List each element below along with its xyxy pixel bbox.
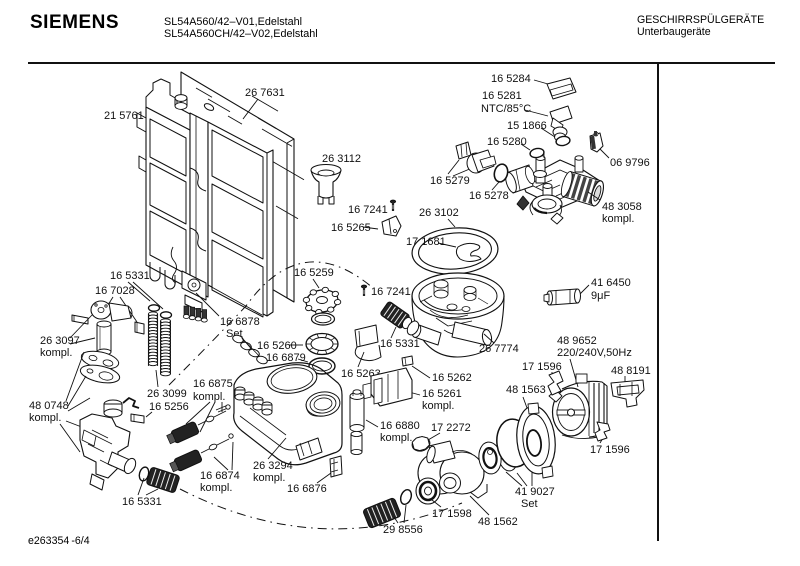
svg-text:16 5331: 16 5331 [380,338,420,350]
svg-text:kompl.: kompl. [253,472,285,484]
svg-text:kompl.: kompl. [422,400,454,412]
svg-text:16 5260: 16 5260 [257,340,297,352]
svg-text:16 5280: 16 5280 [487,136,527,148]
svg-text:16 6875: 16 6875 [193,378,233,390]
svg-text:06 9796: 06 9796 [610,157,650,169]
svg-text:48 0748: 48 0748 [29,400,69,412]
svg-text:16 5262: 16 5262 [432,372,472,384]
svg-text:220/240V,50Hz: 220/240V,50Hz [557,347,632,359]
svg-text:NTC/85°C: NTC/85°C [481,103,531,115]
svg-text:48 1562: 48 1562 [478,516,518,528]
svg-text:16 5279: 16 5279 [430,175,470,187]
svg-text:9μF: 9μF [591,290,610,302]
svg-text:16 6879: 16 6879 [266,352,306,364]
svg-text:16 5256: 16 5256 [149,401,189,413]
svg-text:26 3097: 26 3097 [40,335,80,347]
svg-text:16 5331: 16 5331 [122,496,162,508]
svg-text:16 7241: 16 7241 [348,204,388,216]
svg-text:16 5259: 16 5259 [294,267,334,279]
svg-text:26 3294: 26 3294 [253,460,293,472]
svg-text:kompl.: kompl. [29,412,61,424]
svg-text:16 5265: 16 5265 [331,222,371,234]
svg-text:17 2272: 17 2272 [431,422,471,434]
svg-text:17 1596: 17 1596 [522,361,562,373]
svg-text:29 8556: 29 8556 [383,524,423,536]
svg-text:16 6876: 16 6876 [287,483,327,495]
svg-text:16 5284: 16 5284 [491,73,531,85]
svg-text:48 1563: 48 1563 [506,384,546,396]
svg-text:26 3102: 26 3102 [419,207,459,219]
svg-text:16 6880: 16 6880 [380,420,420,432]
svg-text:17 1681: 17 1681 [406,236,446,248]
svg-text:41 9027: 41 9027 [515,486,555,498]
svg-text:kompl.: kompl. [40,347,72,359]
svg-text:41 6450: 41 6450 [591,277,631,289]
svg-text:48 8191: 48 8191 [611,365,651,377]
svg-text:16 7028: 16 7028 [95,285,135,297]
svg-text:21 5761: 21 5761 [104,110,144,122]
svg-text:26 7631: 26 7631 [245,87,285,99]
svg-text:kompl.: kompl. [602,213,634,225]
svg-text:17 1598: 17 1598 [432,508,472,520]
svg-text:16 7241: 16 7241 [371,286,411,298]
svg-text:kompl.: kompl. [200,482,232,494]
svg-text:kompl.: kompl. [193,391,225,403]
svg-text:16 6874: 16 6874 [200,470,240,482]
svg-text:16 5261: 16 5261 [422,388,462,400]
svg-text:16 5281: 16 5281 [482,90,522,102]
svg-text:kompl.: kompl. [380,432,412,444]
svg-text:26 3099: 26 3099 [147,388,187,400]
svg-text:48 3058: 48 3058 [602,201,642,213]
svg-text:26 3112: 26 3112 [322,153,361,165]
svg-text:16 6878: 16 6878 [220,316,260,328]
svg-text:Set: Set [521,498,538,510]
svg-text:26 7774: 26 7774 [479,343,519,355]
svg-text:15 1866: 15 1866 [507,120,547,132]
svg-text:16 5331: 16 5331 [110,270,150,282]
svg-text:16 5278: 16 5278 [469,190,509,202]
svg-text:48 9652: 48 9652 [557,335,597,347]
svg-text:17 1596: 17 1596 [590,444,630,456]
